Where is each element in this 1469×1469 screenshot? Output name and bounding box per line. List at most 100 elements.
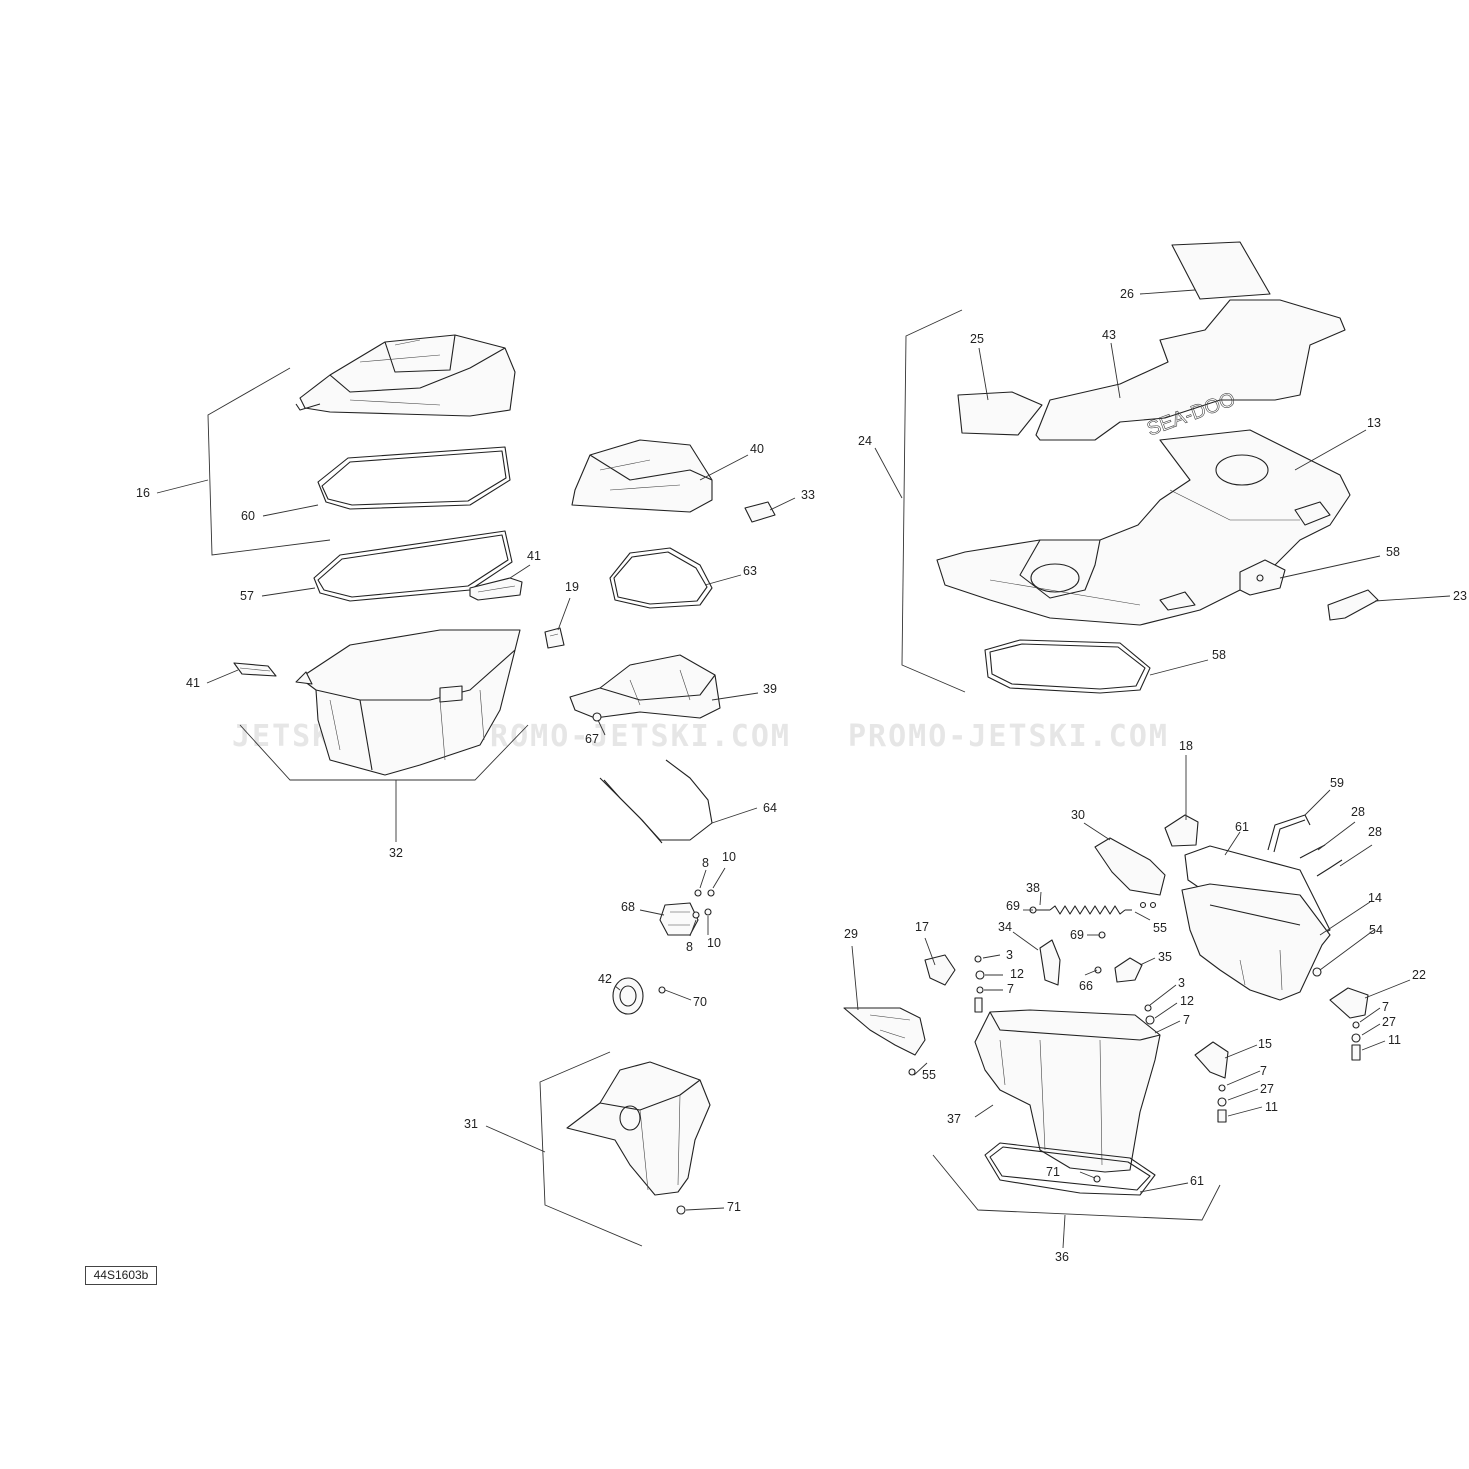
callout-43: 43 <box>1102 328 1116 342</box>
callout-58-lower: 58 <box>1212 648 1226 662</box>
part-22-latch <box>1329 987 1369 1061</box>
part-41-latch-upper <box>469 577 523 601</box>
part-69-clip <box>1029 906 1106 939</box>
callout-15: 15 <box>1258 1037 1272 1051</box>
callout-55-upper: 55 <box>1153 921 1167 935</box>
part-41-latch-lower <box>233 662 277 677</box>
callout-34: 34 <box>998 920 1012 934</box>
part-15-latch <box>1194 1041 1229 1123</box>
callout-18: 18 <box>1179 739 1193 753</box>
callout-71-right: 71 <box>1046 1165 1060 1179</box>
part-54-screw <box>1312 967 1322 977</box>
callout-11-far-right: 11 <box>1388 1033 1401 1047</box>
part-64-cable <box>599 759 713 844</box>
watermark-center: PROMO-JETSKI.COM <box>470 719 791 754</box>
callout-labels: 16 60 57 41 41 32 19 40 33 63 39 67 64 8… <box>136 287 1467 1264</box>
callout-36: 36 <box>1055 1250 1069 1264</box>
callout-24: 24 <box>858 434 872 448</box>
diagram-reference-code: 44S1603b <box>85 1266 157 1285</box>
part-33-tab <box>744 501 776 523</box>
callout-13: 13 <box>1367 416 1381 430</box>
callout-3-left: 3 <box>1006 948 1013 962</box>
part-34-bracket <box>1039 939 1061 986</box>
part-35-bracket <box>1094 957 1143 983</box>
callout-41-lower: 41 <box>186 676 200 690</box>
part-63-gasket <box>609 547 713 609</box>
callout-66: 66 <box>1079 979 1093 993</box>
part-58-gasket <box>984 639 1151 694</box>
callout-7-far-right: 7 <box>1382 1000 1389 1014</box>
part-57-seal <box>313 530 513 602</box>
callout-11-lower: 11 <box>1265 1100 1278 1114</box>
callout-25: 25 <box>970 332 984 346</box>
callout-57: 57 <box>240 589 254 603</box>
callout-69-lower: 69 <box>1070 928 1084 942</box>
callout-40: 40 <box>750 442 764 456</box>
callout-70: 70 <box>693 995 707 1009</box>
callout-33: 33 <box>801 488 815 502</box>
part-60-gasket <box>317 446 511 510</box>
callout-59: 59 <box>1330 776 1344 790</box>
part-32-glovebox-bin <box>295 629 521 776</box>
part-68-lock <box>659 889 715 936</box>
callout-39: 39 <box>763 682 777 696</box>
callout-61-upper: 61 <box>1235 820 1249 834</box>
part-16-glovebox-cover <box>295 334 516 417</box>
part-28-hose-a <box>1299 844 1326 859</box>
callout-8-lower: 8 <box>686 940 693 954</box>
callout-42: 42 <box>598 972 612 986</box>
part-40-cover <box>571 439 713 513</box>
callout-27-far-right: 27 <box>1382 1015 1396 1029</box>
callout-8-upper: 8 <box>702 856 709 870</box>
part-14-tray <box>1181 883 1331 1001</box>
callout-10-upper: 10 <box>722 850 736 864</box>
part-fasteners-left <box>974 955 985 1013</box>
callout-38: 38 <box>1026 881 1040 895</box>
callout-55-lower: 55 <box>922 1068 936 1082</box>
callout-58-upper: 58 <box>1386 545 1400 559</box>
callout-19: 19 <box>565 580 579 594</box>
part-26-mat-piece <box>1171 241 1271 300</box>
part-29-guard <box>843 1007 926 1076</box>
part-42-bezel <box>612 977 666 1015</box>
part-31-storage-bin <box>566 1061 711 1215</box>
watermark-right: PROMO-JETSKI.COM <box>848 719 1169 754</box>
callout-23: 23 <box>1453 589 1467 603</box>
callout-71-left: 71 <box>727 1200 741 1214</box>
part-39-frame <box>569 654 721 719</box>
callout-69-upper: 69 <box>1006 899 1020 913</box>
part-43-deck-mat: SEA-DOO <box>1035 299 1346 441</box>
callout-12-left: 12 <box>1010 967 1024 981</box>
callout-7-right: 7 <box>1183 1013 1190 1027</box>
callout-12-right: 12 <box>1180 994 1194 1008</box>
leader-lines <box>156 289 1451 1249</box>
callout-32: 32 <box>389 846 403 860</box>
callout-60: 60 <box>241 509 255 523</box>
part-13-deck <box>936 429 1351 626</box>
callout-29: 29 <box>844 927 858 941</box>
callout-67: 67 <box>585 732 599 746</box>
callout-31: 31 <box>464 1117 478 1131</box>
part-25-mat-piece <box>957 391 1043 436</box>
callout-37: 37 <box>947 1112 961 1126</box>
callout-63: 63 <box>743 564 757 578</box>
part-59-handle <box>1267 814 1311 853</box>
callout-22: 22 <box>1412 968 1426 982</box>
callout-27-lower: 27 <box>1260 1082 1274 1096</box>
callout-54: 54 <box>1369 923 1383 937</box>
callout-26: 26 <box>1120 287 1134 301</box>
part-61-bottom-gasket <box>984 1142 1156 1196</box>
callout-3-right: 3 <box>1178 976 1185 990</box>
part-67-screw <box>592 712 602 722</box>
callout-7-lower: 7 <box>1260 1064 1267 1078</box>
part-38-spring <box>1035 905 1132 915</box>
part-58-hinge <box>1239 559 1286 596</box>
callout-16: 16 <box>136 486 150 500</box>
callout-28-lower: 28 <box>1368 825 1382 839</box>
callout-41-upper: 41 <box>527 549 541 563</box>
callout-68: 68 <box>621 900 635 914</box>
callout-35: 35 <box>1158 950 1172 964</box>
callout-14: 14 <box>1368 891 1382 905</box>
callout-17: 17 <box>915 920 929 934</box>
